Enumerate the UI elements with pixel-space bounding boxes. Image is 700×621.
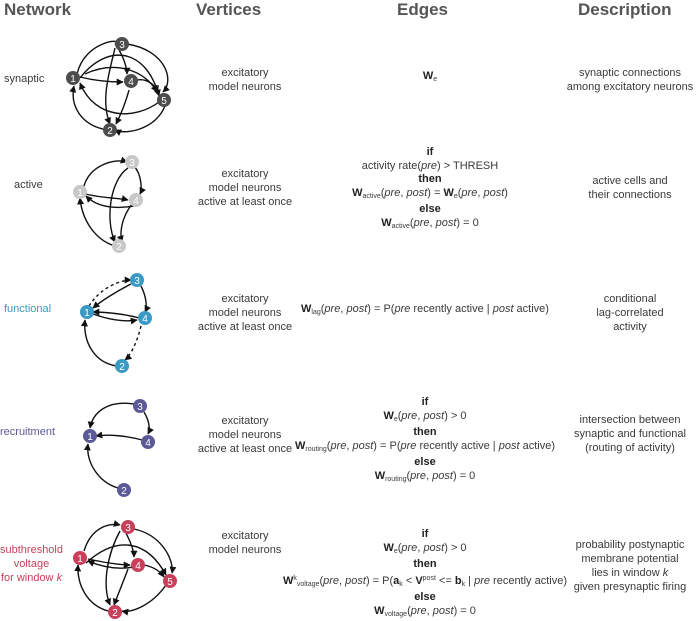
row-label-active: active xyxy=(14,179,43,191)
vertices-line: model neurons xyxy=(208,307,282,319)
vertices-line: model neurons xyxy=(208,81,282,93)
row-label-functional: functional xyxy=(4,303,52,315)
network-synaptic: 1 2 3 4 5 xyxy=(66,37,171,137)
network-recruitment: 1 2 3 4 xyxy=(83,399,155,497)
description-line: synaptic and functional xyxy=(574,428,686,440)
description-synaptic: synaptic connections among excitatory ne… xyxy=(560,66,700,94)
svg-text:3: 3 xyxy=(134,276,140,287)
description-line: among excitatory neurons xyxy=(566,81,694,93)
edges-recruitment: if We(pre, post) > 0 then Wrouting(pre, … xyxy=(294,396,555,483)
description-line: active cells and xyxy=(592,175,668,187)
row-label-synaptic: synaptic xyxy=(4,73,45,85)
vertices-synaptic: excitatory model neurons xyxy=(190,66,300,94)
node-3 xyxy=(115,37,129,51)
description-line: given presynaptic firing xyxy=(573,581,687,593)
vertices-line: excitatory xyxy=(221,293,269,305)
svg-text:2: 2 xyxy=(119,362,125,373)
vertices-line: active at least once xyxy=(197,321,293,333)
edges-active: if activity rate(pre) > THRESH then Wact… xyxy=(352,146,508,230)
description-line: probability postynaptic xyxy=(575,539,685,551)
node-2 xyxy=(103,123,117,137)
edge-keyword-if: if xyxy=(421,396,429,408)
description-line: their connections xyxy=(588,189,672,201)
vertices-line: model neurons xyxy=(208,544,282,556)
svg-text:3: 3 xyxy=(129,158,135,169)
description-line: lag-correlated xyxy=(596,307,664,319)
description-line: lies in window k xyxy=(591,567,669,579)
edge-keyword-if: if xyxy=(421,528,429,540)
row-label-recruitment: recruitment xyxy=(0,426,56,438)
node-label-2: 2 xyxy=(107,126,113,137)
weight-symbol: W xyxy=(422,70,434,82)
vertices-active: excitatory model neurons active at least… xyxy=(180,167,310,209)
row-label-line: subthreshold xyxy=(0,544,63,556)
description-line: activity xyxy=(613,321,647,333)
edges-subthreshold: if We(pre, post) > 0 then Wkvoltage(pre,… xyxy=(282,528,568,618)
header-edges: Edges xyxy=(397,0,449,19)
node-label-4: 4 xyxy=(128,77,134,88)
vertices-functional: excitatory model neurons active at least… xyxy=(180,292,310,334)
network-subthreshold: 1 2 3 4 5 xyxy=(73,520,177,619)
vertices-line: excitatory xyxy=(221,530,269,542)
network-active: 1 2 3 4 xyxy=(73,155,146,253)
header-network: Network xyxy=(4,0,72,19)
description-line: membrane potential xyxy=(581,553,679,565)
edge-keyword-else: else xyxy=(419,203,441,215)
svg-text:1: 1 xyxy=(77,188,83,199)
network-functional: 1 2 3 4 xyxy=(80,273,152,373)
svg-text:1: 1 xyxy=(87,432,93,443)
vertices-line: excitatory xyxy=(221,67,269,79)
svg-text:3: 3 xyxy=(125,523,131,534)
node-5 xyxy=(157,93,171,107)
svg-text:5: 5 xyxy=(167,577,173,588)
vertices-line: excitatory xyxy=(221,415,269,427)
vertices-line: active at least once xyxy=(197,443,293,455)
row-label-line: for window k xyxy=(0,572,63,584)
svg-text:1: 1 xyxy=(84,308,90,319)
node-label-1: 1 xyxy=(70,74,76,85)
description-line: synaptic connections xyxy=(578,67,682,79)
svg-text:4: 4 xyxy=(135,561,141,572)
vertices-subthreshold: excitatory model neurons xyxy=(190,529,300,557)
header-vertices: Vertices xyxy=(196,0,262,19)
vertices-line: model neurons xyxy=(208,182,282,194)
description-subthreshold: probability postynaptic membrane potenti… xyxy=(560,538,700,594)
edge-keyword-if: if xyxy=(426,146,434,158)
svg-text:2: 2 xyxy=(116,242,122,253)
description-functional: conditional lag-correlated activity xyxy=(560,292,700,334)
svg-text:4: 4 xyxy=(133,196,139,207)
svg-text:2: 2 xyxy=(121,486,127,497)
header-description: Description xyxy=(578,0,672,19)
edge-keyword-then: then xyxy=(418,173,442,185)
description-active: active cells and their connections xyxy=(560,174,700,202)
edge-keyword-else: else xyxy=(414,591,436,603)
edge-keyword-then: then xyxy=(413,558,437,570)
node-1 xyxy=(66,71,80,85)
svg-text:4: 4 xyxy=(142,314,148,325)
vertices-line: model neurons xyxy=(208,429,282,441)
description-recruitment: intersection between synaptic and functi… xyxy=(560,413,700,455)
node-4 xyxy=(124,74,138,88)
edges-functional: Wlag(pre, post) = P(pre recently active … xyxy=(301,303,549,316)
description-line: conditional xyxy=(603,293,657,305)
edge-keyword-then: then xyxy=(413,426,437,438)
description-line: intersection between xyxy=(579,414,681,426)
svg-text:1: 1 xyxy=(77,554,83,565)
weight-subscript: e xyxy=(433,76,438,83)
vertices-recruitment: excitatory model neurons active at least… xyxy=(175,414,315,456)
node-label-5: 5 xyxy=(161,96,167,107)
edge-keyword-else: else xyxy=(414,456,436,468)
vertices-line: excitatory xyxy=(221,168,269,180)
svg-text:4: 4 xyxy=(145,438,151,449)
svg-text:3: 3 xyxy=(137,402,143,413)
vertices-line: active at least once xyxy=(197,196,293,208)
svg-text:2: 2 xyxy=(112,608,118,619)
row-label-subthreshold: subthreshold voltage for window k xyxy=(0,543,63,585)
node-label-3: 3 xyxy=(119,40,125,51)
edges-synaptic: We xyxy=(330,70,530,87)
description-line: (routing of activity) xyxy=(585,442,675,454)
network-synaptic-nodes: 1 2 3 4 5 xyxy=(66,37,171,137)
row-label-line: voltage xyxy=(13,558,50,570)
